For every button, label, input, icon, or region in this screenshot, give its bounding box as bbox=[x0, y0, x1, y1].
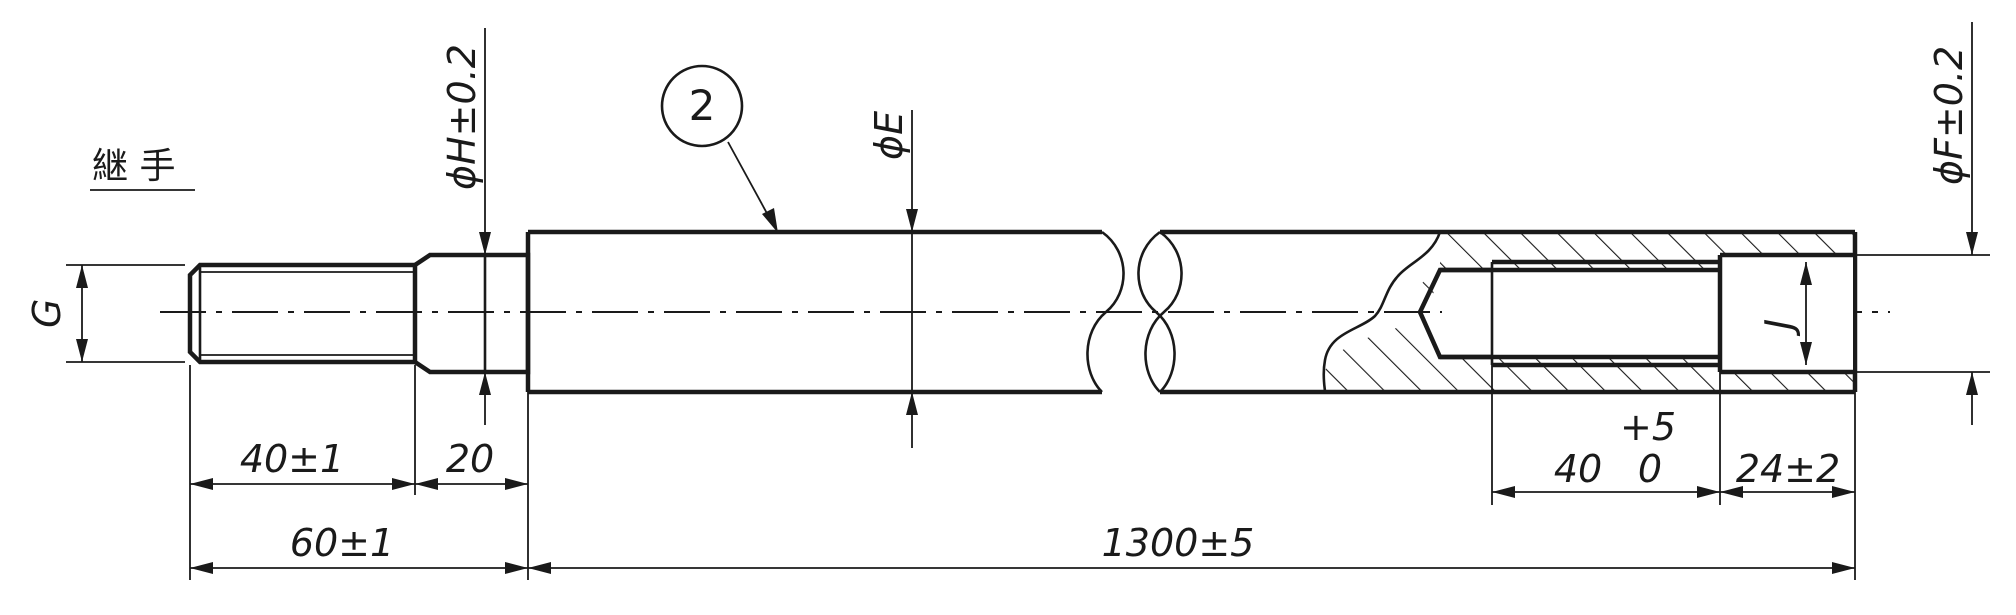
dim-thread-length: 40±1 bbox=[190, 437, 415, 490]
part-number: 2 bbox=[689, 81, 716, 130]
dim-g-arrow-top bbox=[76, 265, 88, 288]
part-leader-arrow bbox=[762, 208, 778, 233]
part-balloon-circle bbox=[660, 64, 744, 148]
dim-60-arrow-left bbox=[190, 562, 213, 574]
dim-24-arrow-left bbox=[1720, 486, 1743, 498]
dim-counterbore-depth: 24±2 bbox=[1720, 447, 1855, 498]
dim-bore-depth: 40 +5 0 bbox=[1492, 405, 1720, 498]
dim-neck-length: 20 bbox=[415, 437, 528, 490]
bore-cavity bbox=[1442, 272, 1718, 355]
dim-bore-arrow-left bbox=[1492, 486, 1515, 498]
dim-bore-text: 40 bbox=[1554, 447, 1602, 491]
dim-e-arrow-bottom bbox=[906, 392, 918, 415]
shaft-left-outline bbox=[525, 229, 1102, 395]
dim-g: G bbox=[25, 265, 88, 362]
dim-bore-tol-upper: +5 bbox=[1620, 405, 1676, 449]
dim-phi-f: ϕF±0.2 bbox=[1927, 22, 1978, 425]
dim-joint-length: 60±1 bbox=[190, 521, 528, 574]
neck-section bbox=[413, 252, 531, 375]
dim-j-arrow-bottom bbox=[1800, 342, 1812, 365]
dim-40-text: 40±1 bbox=[240, 437, 344, 481]
dim-24-arrow-right bbox=[1832, 486, 1855, 498]
thread-outline bbox=[187, 262, 418, 365]
dim-20-text: 20 bbox=[446, 437, 494, 481]
joint-label: 継 手 bbox=[90, 146, 195, 191]
dim-e-arrow-top bbox=[906, 209, 918, 232]
counterbore-cavity bbox=[1722, 257, 1853, 370]
extension-lines bbox=[66, 254, 1990, 580]
dim-phi-e: ϕE bbox=[867, 110, 918, 448]
dim-h-arrow-top bbox=[479, 232, 491, 255]
dim-h-arrow-bottom bbox=[479, 372, 491, 395]
section-break-line bbox=[1322, 231, 1442, 393]
part-balloon: 2 bbox=[660, 64, 778, 233]
break-line-right-inner bbox=[1144, 230, 1183, 393]
dim-1300-arrow-left bbox=[528, 562, 551, 574]
dim-60-text: 60±1 bbox=[290, 521, 394, 565]
dim-40-arrow-left bbox=[190, 478, 213, 490]
label-phi-h: ϕH±0.2 bbox=[440, 44, 484, 190]
dim-60-arrow-right bbox=[505, 562, 528, 574]
dim-f-arrow-bottom bbox=[1966, 372, 1978, 395]
dim-40-arrow-right bbox=[392, 478, 415, 490]
dim-1300-text: 1300±5 bbox=[1102, 521, 1255, 565]
dim-g-arrow-bottom bbox=[76, 339, 88, 362]
threaded-section bbox=[187, 262, 418, 365]
dim-24-text: 24±2 bbox=[1736, 447, 1840, 491]
label-phi-e: ϕE bbox=[867, 111, 911, 160]
dim-bore-arrow-right bbox=[1697, 486, 1720, 498]
dim-f-arrow-top bbox=[1966, 232, 1978, 255]
label-phi-f: ϕF±0.2 bbox=[1927, 46, 1971, 185]
dim-total-length: 1300±5 bbox=[528, 521, 1855, 574]
joint-label-text: 継 手 bbox=[92, 146, 175, 187]
dim-bore-tol-lower: 0 bbox=[1638, 447, 1662, 491]
shaft-left bbox=[525, 229, 1125, 395]
section-view bbox=[1322, 231, 1855, 393]
neck-outline bbox=[413, 252, 531, 375]
dim-phi-h: ϕH±0.2 bbox=[440, 28, 491, 425]
dim-20-arrow-left bbox=[415, 478, 438, 490]
dim-j-arrow-top bbox=[1800, 262, 1812, 285]
break-line-right-outer bbox=[1137, 230, 1176, 393]
break-line-left bbox=[1086, 230, 1125, 393]
label-g: G bbox=[25, 299, 69, 328]
dim-1300-arrow-right bbox=[1832, 562, 1855, 574]
dim-20-arrow-right bbox=[505, 478, 528, 490]
